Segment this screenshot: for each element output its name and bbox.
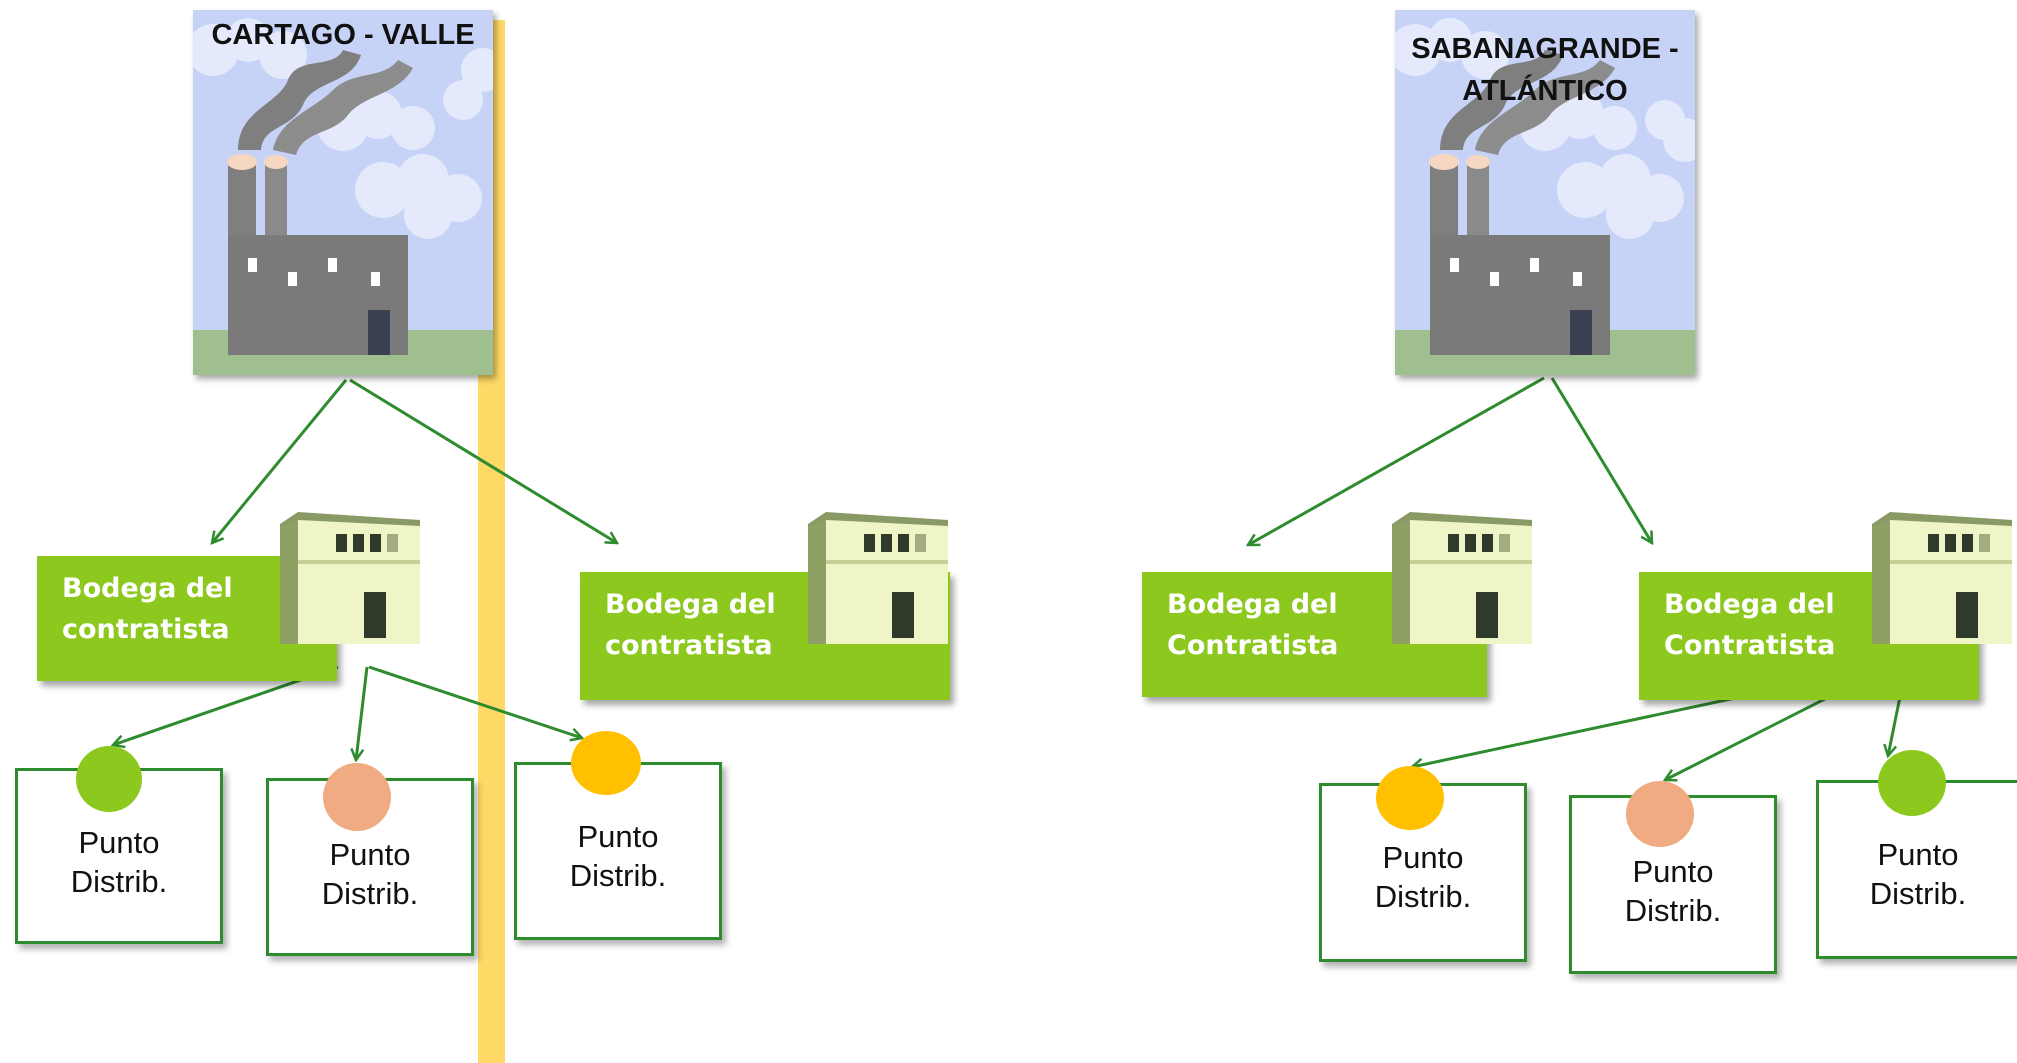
warehouse-building-icon (1392, 512, 1532, 644)
plant-label: SABANAGRANDE - ATLÁNTICO (1411, 33, 1679, 107)
status-dot-orange (571, 731, 641, 795)
factory-icon (193, 10, 493, 375)
status-dot-green (1878, 750, 1946, 816)
plant-cartago-valle: CARTAGO - VALLE (193, 10, 493, 375)
arrow-bodega1-punto2 (356, 666, 369, 760)
plant-sabanagrande-atlantico: SABANAGRANDE - ATLÁNTICO (1395, 10, 1695, 375)
status-dot-salmon (1626, 781, 1694, 847)
plant-label: CARTAGO - VALLE (211, 19, 475, 51)
arrow-plant1-bodega1 (212, 379, 348, 543)
status-dot-green (76, 746, 142, 812)
factory-icon (1395, 10, 1695, 375)
warehouse-building-icon (808, 512, 948, 644)
status-dot-salmon (323, 763, 391, 831)
warehouse-building-icon (280, 512, 420, 644)
status-dot-orange (1376, 766, 1444, 830)
warehouse-building-icon (1872, 512, 2012, 644)
arrow-plant1-bodega2 (349, 378, 617, 543)
arrow-bodega1-punto3 (368, 665, 582, 738)
arrow-plant2-bodega3 (1248, 376, 1545, 547)
arrow-plant2-bodega4 (1550, 377, 1652, 543)
